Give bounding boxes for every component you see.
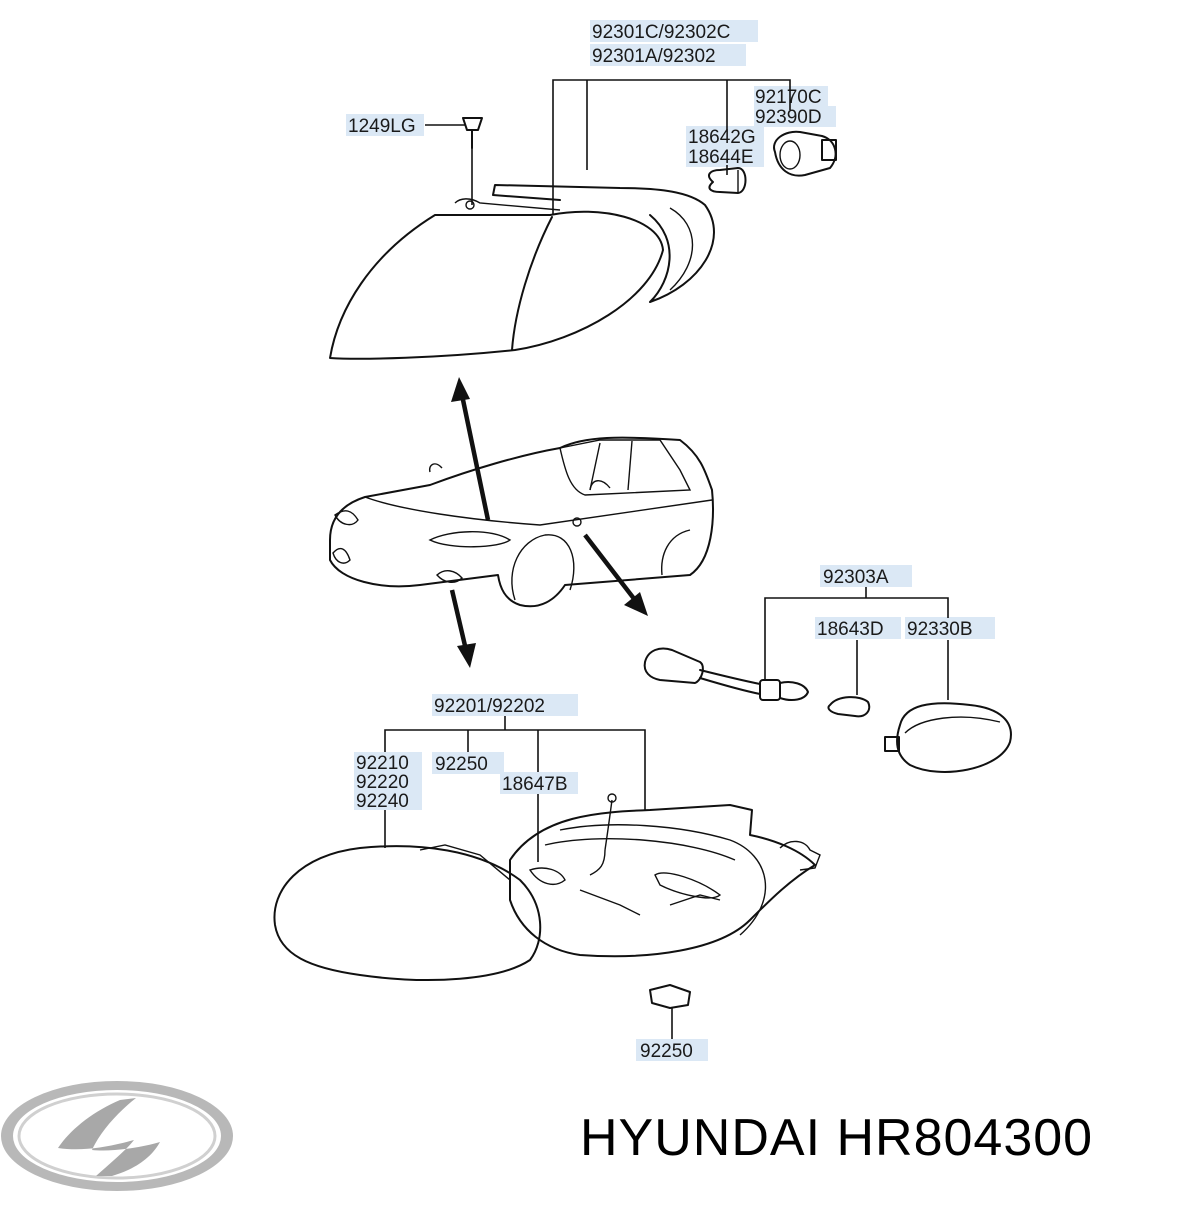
svg-text:92390D: 92390D [755,107,822,128]
label-head-lens-2: 92220 [354,771,422,793]
bottom-clip-part [649,984,691,1039]
label-bulb-a: 18642G [686,126,764,148]
label-screw: 1249LG [346,114,424,137]
svg-text:18643D: 18643D [817,619,884,640]
label-front-lamp-bottom: 92301A/92302 [590,44,746,67]
svg-text:92301C/92302C: 92301C/92302C [592,22,730,43]
label-head-bulb: 18647B [500,772,578,795]
label-head-lens-3: 92240 [354,790,422,812]
svg-text:1249LG: 1249LG [348,116,416,137]
svg-text:92210: 92210 [356,753,409,774]
label-side-lens: 92330B [905,617,995,640]
svg-text:92250: 92250 [640,1041,693,1062]
svg-text:92220: 92220 [356,772,409,793]
side-bulb-part [827,696,871,718]
side-lens-part [884,702,1012,773]
head-lamp-housing-part [509,793,821,958]
arrow-to-head-lamp [449,589,476,668]
svg-text:92201/92202: 92201/92202 [434,696,545,717]
arrow-to-side-lamp [583,533,648,616]
label-head-lamp-assy: 92201/92202 [432,694,578,717]
label-front-lamp-top: 92301C/92302C [590,20,758,43]
svg-text:92240: 92240 [356,791,409,812]
label-socket-a: 92170C [754,86,828,108]
part-number-caption: HYUNDAI HR804300 [580,1109,1094,1167]
svg-text:92301A/92302: 92301A/92302 [592,46,716,67]
screw-part [462,117,483,149]
label-socket-b: 92390D [754,106,836,128]
svg-text:92303A: 92303A [823,567,889,588]
arrow-to-front-lamp [451,377,491,521]
label-bulb-b: 18644E [686,146,764,168]
svg-text:18642G: 18642G [688,127,756,148]
front-corner-lamp [329,184,715,360]
front-bulb-part [708,167,747,194]
leader-lines-side-lamp [764,587,949,700]
leader-lines-head-lamp [384,716,646,862]
hyundai-logo [1,1081,233,1191]
side-lamp-wire-part [643,647,809,701]
label-head-lens-1: 92210 [354,752,422,774]
svg-text:18647B: 18647B [502,774,568,795]
car-outline [329,436,714,608]
front-socket-part [773,130,837,177]
head-lamp-lens-part [273,844,542,981]
svg-text:92170C: 92170C [755,87,822,108]
label-head-bracket: 92250 [432,752,504,775]
svg-text:18644E: 18644E [688,147,754,168]
svg-text:92250: 92250 [435,754,488,775]
svg-text:92330B: 92330B [907,619,973,640]
label-side-bulb: 18643D [815,617,901,640]
label-side-lamp-assy: 92303A [820,565,912,588]
label-bottom-clip: 92250 [636,1039,708,1062]
